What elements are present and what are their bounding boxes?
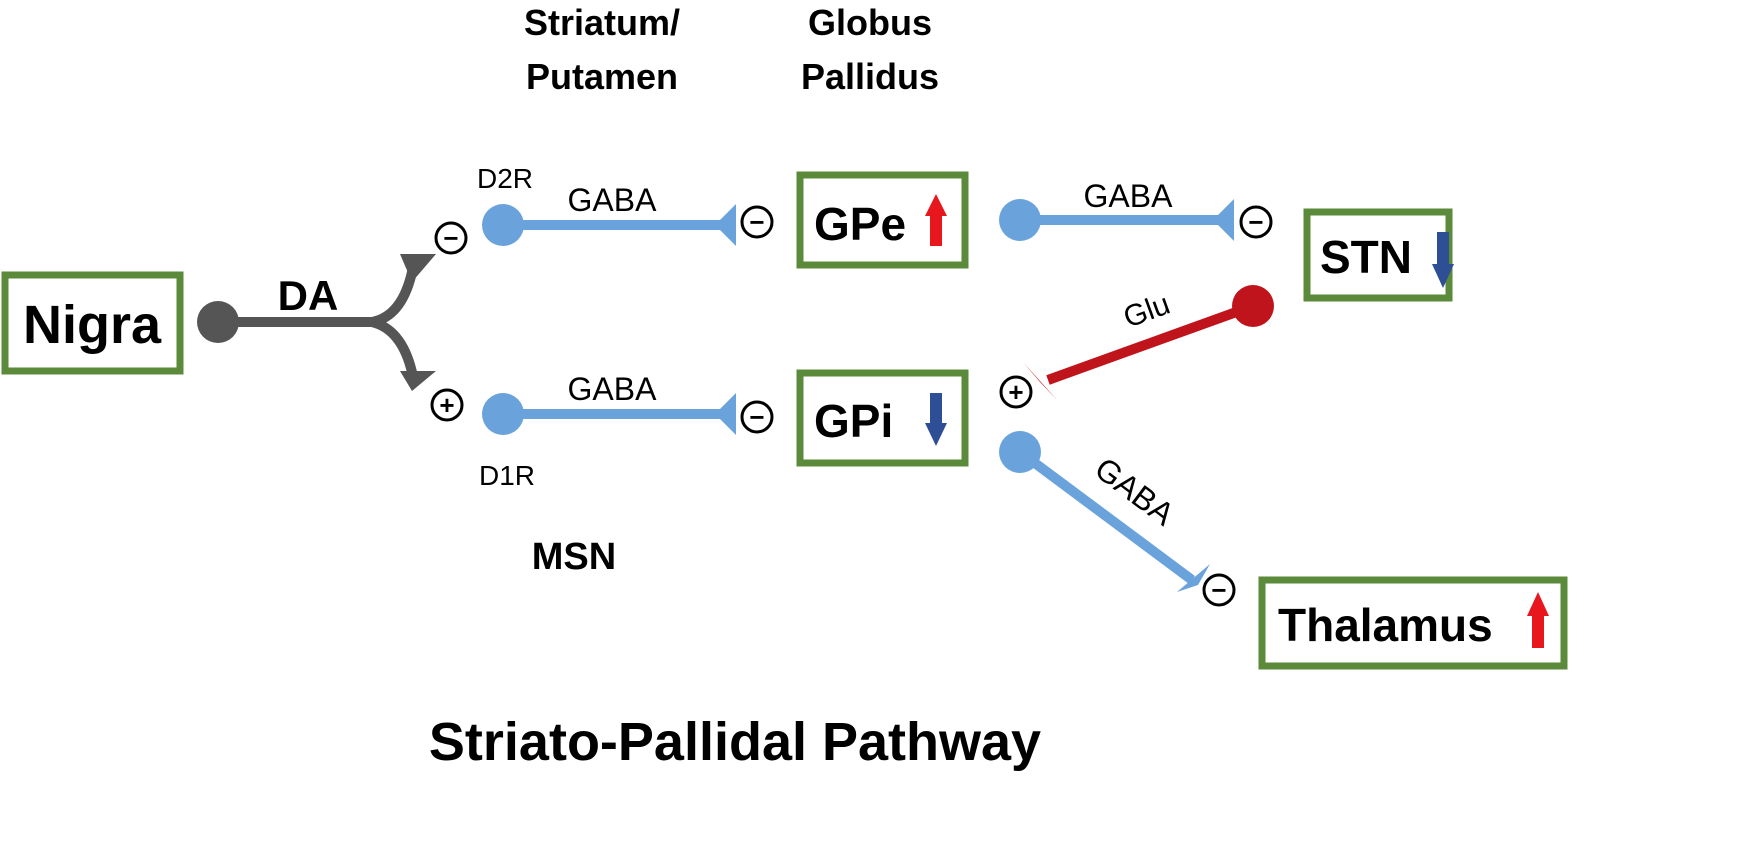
- thalamus-box: [1258, 576, 1568, 670]
- gaba-gpi-thal-label: GABA: [1088, 450, 1181, 533]
- gpe-minus-sign: −: [740, 205, 774, 239]
- gaba-gpe-stn-label: GABA: [1084, 178, 1174, 214]
- gpe-up-arrow-icon: [925, 194, 947, 246]
- gaba-d2-projection: [482, 204, 736, 246]
- gpi-plus-glyph: +: [1008, 377, 1023, 407]
- gpi-plus-circle: [999, 375, 1033, 409]
- thalamus-up-arrow-icon: [1527, 592, 1549, 648]
- striatum-header: Striatum/ Putamen: [524, 2, 680, 97]
- globus-pallidus-header: Globus Pallidus: [801, 2, 939, 97]
- globus-header-line1: Globus: [808, 2, 932, 43]
- striatum-header-line2: Putamen: [526, 56, 678, 97]
- stn-minus-sign: −: [1239, 205, 1273, 239]
- gpe-label: GPe: [814, 198, 906, 250]
- gaba-d2-terminal: [715, 204, 736, 246]
- stn-down-arrow-icon: [1432, 232, 1454, 288]
- d2r-minus-glyph: −: [443, 223, 458, 253]
- stn-minus-glyph: −: [1248, 207, 1263, 237]
- gpi-label: GPi: [814, 395, 893, 447]
- da-upper-terminal: [400, 254, 436, 282]
- d1r-plus-circle: [430, 388, 464, 422]
- gpi-minus-circle: [740, 400, 774, 434]
- gaba-gpi-thal-line: [1017, 447, 1195, 585]
- da-projection: [197, 254, 436, 391]
- thalamus-minus-glyph: −: [1211, 575, 1226, 605]
- da-lower-terminal: [400, 371, 436, 391]
- gaba-gpi-thal-projection: [999, 431, 1210, 592]
- gaba-gpe-stn-terminal: [1213, 199, 1234, 241]
- nigra-box: [1, 271, 184, 375]
- glu-projection: [1023, 285, 1274, 401]
- gpi-minus-glyph: −: [749, 402, 764, 432]
- diagram-title: Striato-Pallidal Pathway: [429, 712, 1041, 772]
- stn-label: STN: [1320, 231, 1412, 283]
- d2r-minus-sign: −: [434, 221, 468, 255]
- glu-label: Glu: [1119, 288, 1174, 335]
- glu-terminal: [1023, 362, 1058, 401]
- gpe-minus-circle: [740, 205, 774, 239]
- msn-label: MSN: [532, 536, 616, 578]
- gpi-plus-sign: +: [999, 375, 1033, 409]
- d1r-plus-sign: +: [430, 388, 464, 422]
- da-label: DA: [278, 272, 339, 319]
- gpi-box: [796, 369, 969, 467]
- thalamus-minus-sign: −: [1202, 573, 1236, 607]
- gaba-d1-label: GABA: [568, 371, 658, 407]
- globus-header-line2: Pallidus: [801, 56, 939, 97]
- gpe-minus-glyph: −: [749, 207, 764, 237]
- gaba-gpe-stn-projection: [999, 199, 1234, 241]
- thalamus-minus-circle: [1202, 573, 1236, 607]
- gaba-d1-projection: [482, 393, 736, 435]
- gaba-d1-terminal: [715, 393, 736, 435]
- glu-line: [1046, 301, 1255, 385]
- d1r-label: D1R: [479, 460, 535, 491]
- striatum-header-line1: Striatum/: [524, 2, 680, 43]
- stn-box: [1303, 208, 1453, 302]
- gpi-minus-sign: −: [740, 400, 774, 434]
- nigra-label: Nigra: [23, 295, 162, 355]
- gpi-down-arrow-icon: [925, 393, 947, 446]
- d1r-plus-glyph: +: [439, 390, 454, 420]
- stn-minus-circle: [1239, 205, 1273, 239]
- gaba-gpi-thal-terminal: [1177, 564, 1210, 592]
- thalamus-label: Thalamus: [1278, 599, 1493, 651]
- d2r-minus-circle: [434, 221, 468, 255]
- gaba-d2-label: GABA: [568, 182, 658, 218]
- d2r-label: D2R: [477, 163, 533, 194]
